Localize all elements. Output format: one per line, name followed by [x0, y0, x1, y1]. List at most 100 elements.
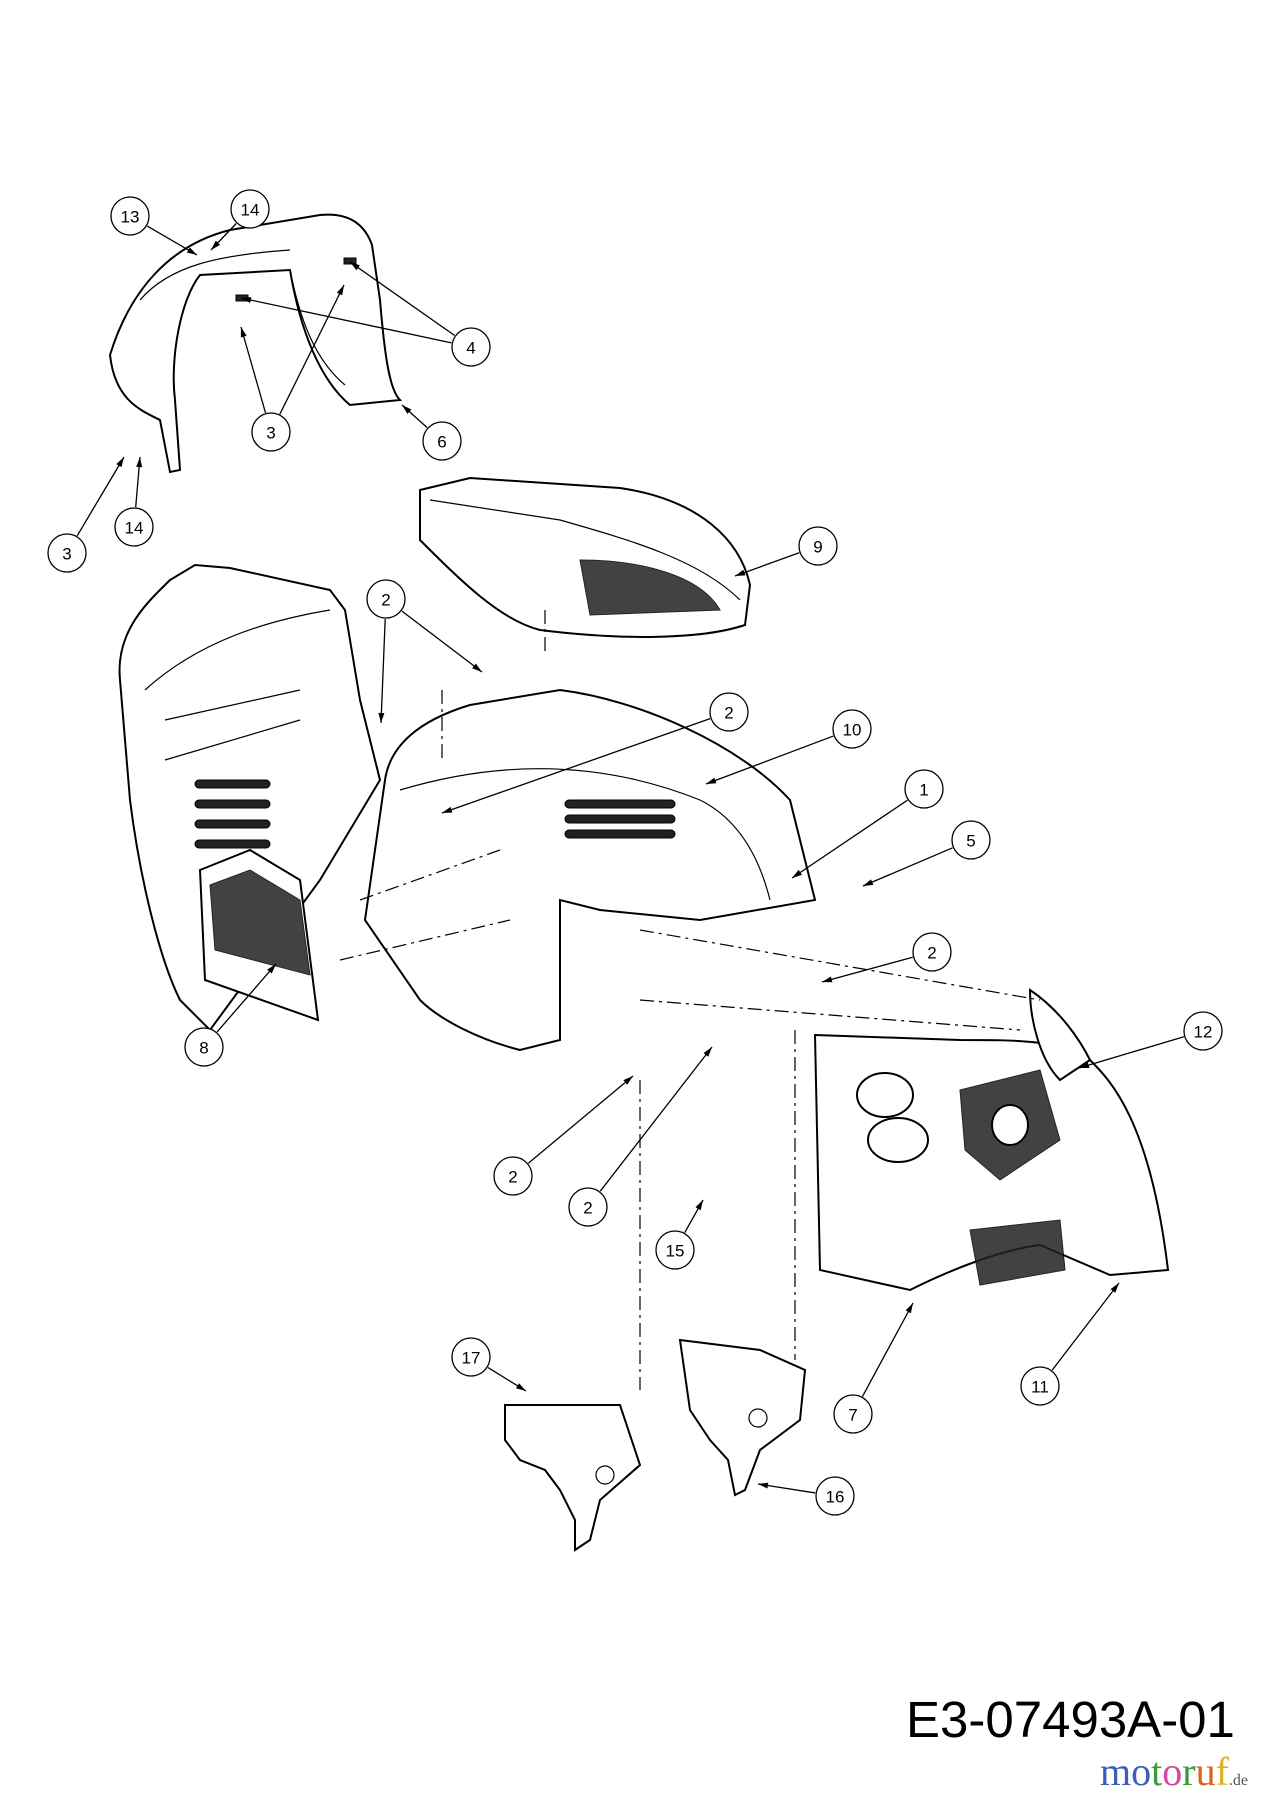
callout-circle: [1183, 1011, 1223, 1051]
callout-circle: [709, 692, 749, 732]
hood-body-part: [363, 688, 817, 1052]
arrowhead: [350, 262, 360, 271]
callout-2: 2: [821, 932, 952, 983]
arrowhead: [241, 297, 252, 304]
callout-label: 3: [62, 545, 71, 564]
arrowhead: [336, 285, 344, 296]
callout-circle: [815, 1476, 855, 1516]
callout-label: 2: [583, 1199, 592, 1218]
callout-circle: [912, 932, 952, 972]
callout-6: 6: [401, 404, 462, 461]
callout-label: 2: [724, 704, 733, 723]
leader-line: [279, 284, 345, 415]
leader-line: [349, 261, 456, 337]
leader-line: [734, 552, 800, 577]
arrowhead: [378, 712, 385, 723]
arrowhead: [472, 663, 482, 672]
leader-line: [1078, 1036, 1185, 1069]
arrowhead: [706, 777, 717, 784]
callout-label: 14: [125, 519, 144, 538]
arrowhead: [695, 1200, 703, 1211]
leader-line: [76, 456, 125, 537]
callout-circle: [114, 507, 154, 547]
callout-label: 7: [848, 1406, 857, 1425]
callout-circle: [184, 1027, 224, 1067]
arrowhead: [905, 1303, 913, 1314]
arrowhead: [822, 976, 833, 983]
callout-label: 2: [927, 944, 936, 963]
callout-8: 8: [184, 963, 277, 1067]
callout-circle: [422, 421, 462, 461]
callout-15: 15: [655, 1199, 704, 1270]
leader-line: [705, 735, 834, 785]
callout-circle: [366, 579, 406, 619]
callout-circle: [655, 1230, 695, 1270]
arrowhead: [515, 1383, 526, 1391]
callout-label: 8: [199, 1039, 208, 1058]
leader-line: [240, 297, 452, 344]
callout-circle: [1020, 1366, 1060, 1406]
arrowhead: [623, 1076, 633, 1085]
bracket-16-part: [678, 1338, 807, 1497]
callout-circle: [451, 1337, 491, 1377]
arrowhead: [1110, 1283, 1119, 1293]
arrowhead: [863, 879, 874, 886]
callout-5: 5: [862, 820, 991, 887]
leader-line: [216, 963, 277, 1033]
rear-fender-part: [108, 213, 403, 474]
callout-circle: [230, 189, 270, 229]
callout-circle: [798, 526, 838, 566]
callout-label: 2: [381, 591, 390, 610]
bracket-17-part: [504, 1404, 642, 1552]
callout-2: 2: [366, 579, 483, 724]
dashboard-tunnel-part: [118, 563, 382, 1032]
arrowhead: [758, 1482, 769, 1489]
arrowhead: [116, 457, 124, 468]
callout-label: 15: [666, 1242, 685, 1261]
leader-line: [401, 610, 483, 673]
assembly-lines: [339, 610, 1041, 1390]
callout-11: 11: [1020, 1282, 1120, 1406]
watermark-logo: motoruf.de: [1100, 1749, 1249, 1794]
callout-circle: [904, 769, 944, 809]
drawing-number: E3-07493A-01: [906, 1691, 1235, 1748]
callout-circle: [451, 327, 491, 367]
callout-1: 1: [791, 769, 944, 879]
callout-2: 2: [441, 692, 749, 814]
callout-circle: [47, 533, 87, 573]
callout-circle: [951, 820, 991, 860]
callout-circle: [493, 1156, 533, 1196]
arrowhead: [402, 405, 412, 414]
callout-label: 14: [241, 201, 260, 220]
front-panel-part: [198, 848, 320, 1022]
callout-2: 2: [568, 1046, 713, 1227]
leader-line: [821, 956, 913, 983]
leader-line: [527, 1075, 634, 1164]
callout-label: 2: [508, 1168, 517, 1187]
callout-circle: [568, 1187, 608, 1227]
arrowhead: [211, 240, 221, 250]
leader-line: [599, 1046, 713, 1192]
callout-label: 13: [121, 208, 140, 227]
arrowhead: [1079, 1062, 1090, 1069]
callout-label: 4: [466, 339, 475, 358]
arrowhead: [735, 569, 746, 576]
callout-12: 12: [1078, 1011, 1223, 1069]
callout-label: 10: [843, 721, 862, 740]
callout-2: 2: [493, 1075, 634, 1196]
callout-circle: [110, 196, 150, 236]
callout-label: 12: [1194, 1023, 1213, 1042]
callout-circle: [832, 709, 872, 749]
arrowhead: [703, 1047, 712, 1057]
callout-4: 4: [240, 261, 491, 367]
leader-line: [380, 618, 386, 724]
callout-3: 3: [240, 284, 345, 452]
leader-line: [862, 847, 953, 887]
leader-line: [441, 718, 711, 814]
callout-label: 3: [266, 424, 275, 443]
callout-10: 10: [705, 709, 872, 785]
callout-9: 9: [734, 526, 838, 577]
callout-label: 5: [966, 832, 975, 851]
callout-16: 16: [757, 1476, 855, 1516]
